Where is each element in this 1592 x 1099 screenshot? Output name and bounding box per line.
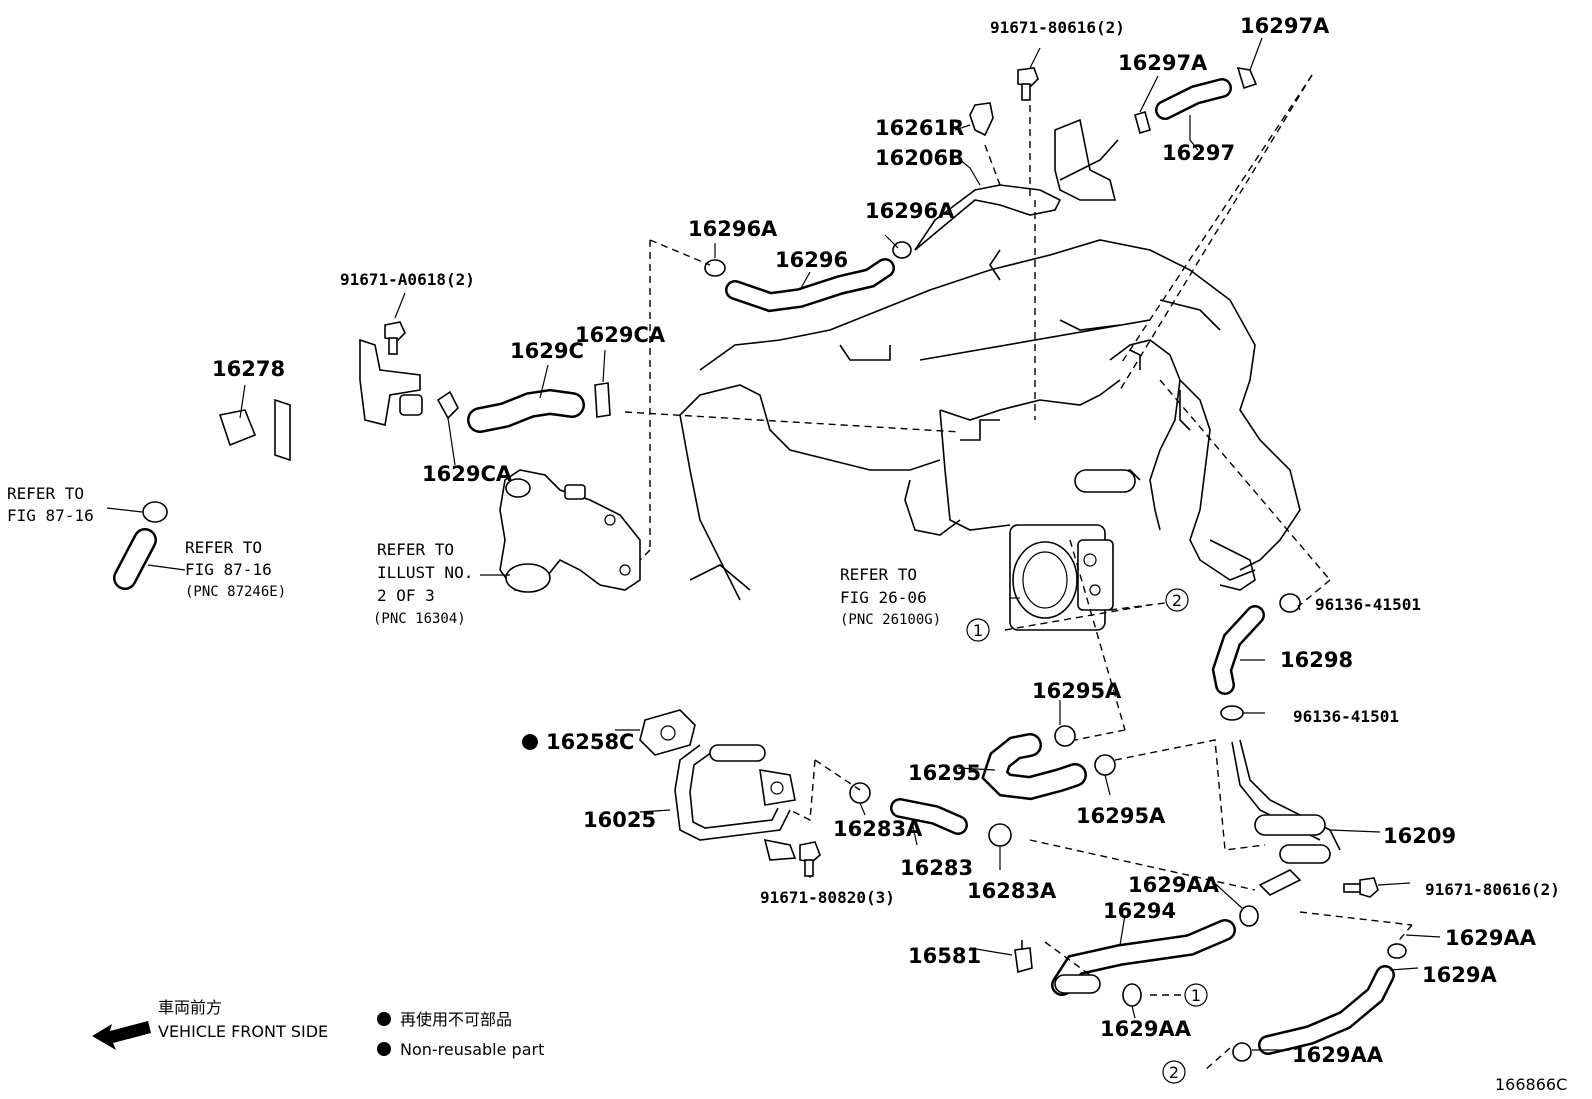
bolt-91671-80616-right-drawing [1343, 877, 1379, 898]
label-16209[interactable]: 16209 [1383, 824, 1456, 848]
clip-16261R-drawing [969, 102, 994, 137]
label-16283A-left[interactable]: 16283A [833, 817, 923, 841]
legend: 車両前方 VEHICLE FRONT SIDE 再使用不可部品 Non-reus… [92, 998, 544, 1059]
label-16297A-right[interactable]: 16297A [1240, 14, 1330, 38]
label-91671-80616-top[interactable]: 91671-80616(2) [990, 18, 1125, 37]
hose-1629C-drawing [467, 388, 585, 433]
engine-block-drawing [679, 239, 1301, 631]
label-91671-A0618[interactable]: 91671-A0618(2) [340, 270, 475, 289]
clamp-1629CA-drawing [436, 382, 611, 420]
label-1629C[interactable]: 1629C [510, 339, 584, 363]
gasket-16258C-drawing [639, 709, 696, 756]
front-label-jp: 車両前方 [158, 998, 222, 1017]
bolt-91671-80616-top-drawing [1017, 67, 1039, 101]
ref-illust-2-of-3[interactable]: REFER TO ILLUST NO. 2 OF 3 (PNC 16304) [373, 540, 473, 627]
bolt-91671-A0618-drawing [384, 321, 406, 355]
label-1629A[interactable]: 1629A [1422, 963, 1497, 987]
hose-16297-drawing [1134, 66, 1258, 135]
ref-fig-87-16-lower-line3: (PNC 87246E) [185, 584, 286, 600]
hose-16278-drawing [155, 338, 423, 500]
pipe-16025-drawing [674, 744, 797, 861]
pipe-16209-drawing [1231, 739, 1341, 896]
ref-illust-line3: 2 OF 3 [377, 586, 435, 605]
label-1629AA-right[interactable]: 1629AA [1445, 926, 1537, 950]
callout-circles: 1 2 1 2 [966, 588, 1208, 1084]
ref-illust-line1: REFER TO [377, 540, 454, 559]
hose-16295-drawing [981, 725, 1116, 801]
bolt-91671-80820-drawing [799, 841, 821, 877]
bracket-16206B-drawing [914, 118, 1119, 251]
figure-id: 166866C [1495, 1075, 1567, 1094]
ref-fig-26-06-line3: (PNC 26100G) [840, 612, 941, 628]
label-1629AA-bottom-right[interactable]: 1629AA [1292, 1043, 1384, 1067]
label-16295A-top[interactable]: 16295A [1032, 679, 1122, 703]
label-16296A-left[interactable]: 16296A [688, 217, 778, 241]
label-16283A-right[interactable]: 16283A [967, 879, 1057, 903]
callout-1-upper: 1 [973, 621, 983, 640]
label-16025[interactable]: 16025 [583, 808, 656, 832]
label-16296A-right[interactable]: 16296A [865, 199, 955, 223]
label-16294[interactable]: 16294 [1103, 899, 1176, 923]
clamp-small-left-drawing [113, 501, 168, 590]
label-16296[interactable]: 16296 [775, 248, 848, 272]
label-16206B[interactable]: 16206B [875, 146, 964, 170]
ref-fig-87-16-lower[interactable]: REFER TO FIG 87-16 (PNC 87246E) [185, 538, 286, 600]
label-1629AA-bottom-left[interactable]: 1629AA [1100, 1017, 1192, 1041]
label-1629CA-bottom[interactable]: 1629CA [422, 462, 513, 486]
hose-16298-drawing [1211, 593, 1301, 721]
ref-fig-87-16-lower-line1: REFER TO [185, 538, 262, 557]
label-16581[interactable]: 16581 [908, 944, 981, 968]
label-91671-80616-right[interactable]: 91671-80616(2) [1425, 880, 1560, 899]
clip-16581-drawing [1014, 940, 1033, 974]
leader-lines [106, 37, 1441, 1051]
label-16298[interactable]: 16298 [1280, 648, 1353, 672]
hose-16296-drawing [704, 241, 912, 313]
part-labels: 91671-80616(2) 16297A 16297A 16297 16261… [212, 14, 1560, 1067]
label-96136-41501-top[interactable]: 96136-41501 [1315, 595, 1421, 614]
ref-fig-87-16-upper-line2: FIG 87-16 [7, 506, 94, 525]
ref-fig-87-16-upper-line1: REFER TO [7, 484, 84, 503]
non-reusable-dot-icon-2 [377, 1042, 391, 1056]
label-16283[interactable]: 16283 [900, 856, 973, 880]
label-16295[interactable]: 16295 [908, 761, 981, 785]
label-16297[interactable]: 16297 [1162, 141, 1235, 165]
label-1629CA-top[interactable]: 1629CA [575, 323, 666, 347]
label-16297A-left[interactable]: 16297A [1118, 51, 1208, 75]
water-outlet-drawing [499, 469, 641, 593]
ref-fig-26-06-line2: FIG 26-06 [840, 588, 927, 607]
callout-2-upper: 2 [1172, 591, 1182, 610]
hose-16294-drawing [1051, 905, 1259, 1007]
label-16295A-bottom[interactable]: 16295A [1076, 804, 1166, 828]
nonreuse-label-jp: 再使用不可部品 [400, 1010, 512, 1029]
label-16258C[interactable]: 16258C [546, 730, 634, 754]
label-16278[interactable]: 16278 [212, 357, 285, 381]
label-1629AA-top[interactable]: 1629AA [1128, 873, 1220, 897]
non-reusable-dot-icon [377, 1012, 391, 1026]
non-reusable-dot-16258C [522, 734, 538, 750]
ref-fig-87-16-lower-line2: FIG 87-16 [185, 560, 272, 579]
ref-illust-line2: ILLUST NO. [377, 563, 473, 582]
dashed-reference-lines [624, 74, 1413, 1071]
label-96136-41501-bottom[interactable]: 96136-41501 [1293, 707, 1399, 726]
ref-fig-26-06-line1: REFER TO [840, 565, 917, 584]
front-label-en: VEHICLE FRONT SIDE [158, 1022, 328, 1041]
nonreuse-label-en: Non-reusable part [400, 1040, 544, 1059]
front-arrow-icon [92, 1021, 151, 1050]
reference-notes: REFER TO FIG 87-16 REFER TO FIG 87-16 (P… [7, 484, 941, 628]
callout-1-lower: 1 [1191, 986, 1201, 1005]
callout-2-lower: 2 [1169, 1063, 1179, 1082]
ref-fig-26-06[interactable]: REFER TO FIG 26-06 (PNC 26100G) [840, 565, 941, 628]
label-91671-80820[interactable]: 91671-80820(3) [760, 888, 895, 907]
ref-illust-line4: (PNC 16304) [373, 611, 466, 627]
hose-16283-drawing [849, 782, 1012, 847]
ref-fig-87-16-upper[interactable]: REFER TO FIG 87-16 [7, 484, 94, 525]
hose-1629A-drawing [1232, 943, 1407, 1062]
label-16261R[interactable]: 16261R [875, 116, 964, 140]
